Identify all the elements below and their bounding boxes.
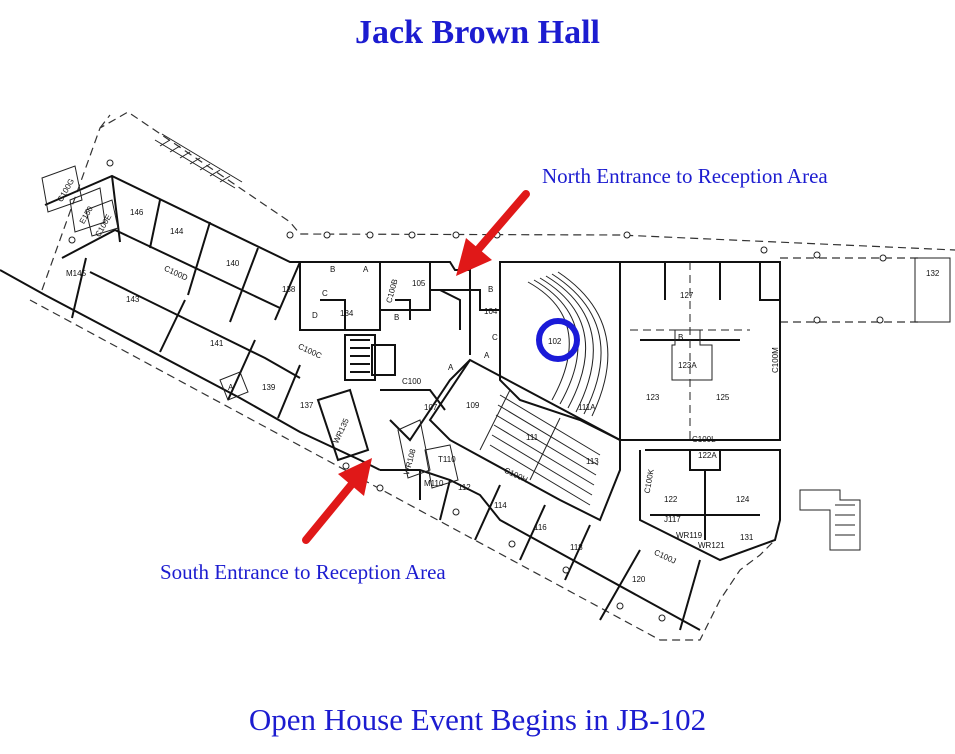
room-label: C100K: [643, 468, 656, 494]
site-boundary: [29, 111, 955, 641]
room-label: 124: [736, 495, 750, 504]
room-label: 143: [126, 295, 140, 304]
north-entrance-label: North Entrance to Reception Area: [542, 164, 828, 188]
room-label: B: [678, 333, 683, 342]
room-label: 144: [170, 227, 184, 236]
room-label: 127: [680, 291, 694, 300]
north-entrance-arrow-icon: [456, 190, 530, 276]
room-label: 102: [548, 337, 562, 346]
room-label: 112: [458, 483, 471, 492]
footer-title: Open House Event Begins in JB-102: [248, 702, 707, 737]
highlight-circle-room-102: [536, 318, 580, 362]
south-inner-rooms: [397, 419, 459, 489]
room-label: C100M: [771, 347, 780, 373]
lecture-seating: [479, 389, 601, 506]
room-label: 132: [926, 269, 940, 278]
room-label: B: [330, 265, 335, 274]
west-wing-outline: [0, 174, 471, 471]
south-rooms-row: [380, 469, 701, 631]
room-label: 131: [740, 533, 754, 542]
room-label: B: [488, 285, 493, 294]
room-label: D: [312, 311, 318, 320]
room-label: C100J: [653, 548, 678, 566]
room-label: WR135: [331, 417, 351, 445]
auditorium-seating: [527, 271, 609, 417]
room-label: C100L: [692, 435, 716, 444]
east-dashed-axes: [630, 262, 750, 440]
room-label: 118: [570, 543, 583, 552]
room-label: 134: [340, 309, 354, 318]
room-label: B: [394, 313, 399, 322]
room-label: WR119: [676, 531, 703, 540]
perimeter-columns: [68, 159, 887, 622]
room-label: C100G: [56, 177, 76, 203]
southeast-block: [639, 449, 781, 562]
auditorium-outline: [499, 261, 621, 442]
room-label: 123A: [678, 361, 697, 370]
room-label: C: [492, 333, 498, 342]
page-title: Jack Brown Hall: [355, 14, 600, 51]
room-label: C: [322, 289, 328, 298]
room-label: A: [363, 265, 369, 274]
room-label: 139: [262, 383, 276, 392]
room-label: WR108: [402, 447, 418, 476]
room-label: 123: [646, 393, 660, 402]
south-entrance-arrow-icon: [302, 458, 372, 544]
room-label: 125: [716, 393, 730, 402]
east-block: [620, 261, 781, 441]
room-label: 146: [130, 208, 144, 217]
lecture-block: [428, 358, 621, 522]
room-123a: [671, 329, 713, 381]
room-label: C100H: [503, 466, 530, 485]
room-132: [914, 257, 951, 323]
room-label: 138: [282, 285, 296, 294]
room-label: 122A: [698, 451, 717, 460]
room-label: A: [228, 383, 234, 392]
room-label: 120: [632, 575, 646, 584]
north-stair: [154, 133, 243, 189]
room-label: 114: [494, 501, 507, 510]
room-label: 109: [466, 401, 480, 410]
central-core: [299, 262, 500, 331]
stair-core: [344, 334, 396, 381]
room-label: M110: [424, 479, 444, 488]
room-label: 122: [664, 495, 678, 504]
west-small-rooms: [41, 165, 249, 401]
room-label: 104: [484, 307, 498, 316]
corridor-c100: [380, 359, 471, 442]
room-label: C100E: [93, 213, 113, 239]
room-label: 105: [412, 279, 426, 288]
room-label: 111A: [578, 403, 596, 412]
west-wing-inner-wall: [61, 175, 301, 419]
room-label: T110: [438, 455, 456, 464]
room-label: 116: [534, 523, 547, 532]
wr135-block: [316, 388, 370, 462]
room-label: WR121: [698, 541, 725, 550]
east-stair: [799, 489, 861, 551]
room-label: 107: [424, 403, 438, 412]
east-walkway: [780, 257, 920, 323]
room-label: C100D: [163, 264, 190, 283]
room-label: 137: [300, 401, 314, 410]
room-label: A: [448, 363, 454, 372]
room-label: C100: [402, 377, 422, 386]
room-label: 111: [526, 433, 539, 442]
room-label: M145: [66, 269, 87, 278]
room-label: 140: [226, 259, 240, 268]
room-label: C100C: [297, 342, 324, 361]
room-label: 113: [586, 457, 599, 466]
room-label: A: [484, 351, 490, 360]
room-label: J117: [664, 515, 681, 524]
south-entrance-label: South Entrance to Reception Area: [160, 560, 446, 584]
room-label: 141: [210, 339, 224, 348]
